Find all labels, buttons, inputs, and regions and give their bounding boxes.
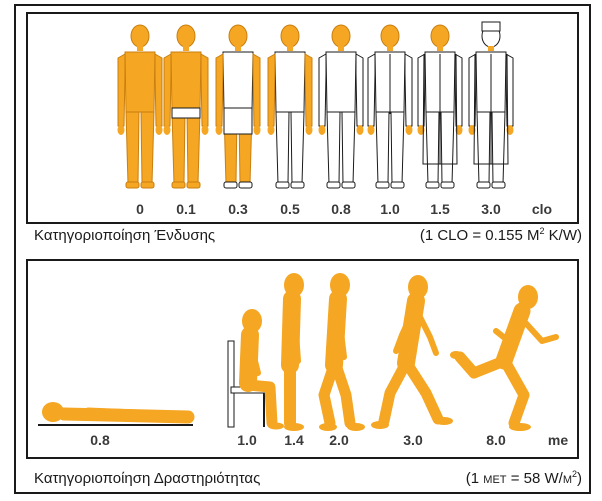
clothing-conversion-suffix: K/W) [545, 227, 583, 244]
met-value-5: 8.0 [486, 432, 506, 448]
clothing-panel: 0 0.1 0.3 0.5 0.8 1.0 1.5 3.0 clo [26, 12, 579, 224]
activity-panel: 0.8 1.0 1.4 2.0 3.0 8.0 me [26, 259, 579, 459]
clothing-figure-1 [164, 25, 209, 188]
activity-figure-lying [38, 402, 193, 425]
clo-value-0: 0 [136, 201, 144, 217]
clo-value-3: 0.5 [280, 201, 300, 217]
activity-figure-running [450, 285, 556, 431]
clothing-caption-title: Κατηγοριοποίηση Ένδυσης [34, 227, 215, 244]
activity-conversion: (1 MET = 58 W/M2) [466, 470, 582, 487]
met-value-1: 1.0 [237, 432, 257, 448]
clothing-figures: 0 0.1 0.3 0.5 0.8 1.0 1.5 3.0 clo [28, 14, 577, 222]
activity-figure-standing [284, 273, 304, 431]
met-value-3: 2.0 [329, 432, 349, 448]
activity-conversion-met: MET [483, 474, 506, 486]
activity-conversion-m: M [563, 474, 572, 486]
clothing-figure-2 [216, 25, 261, 188]
activity-figures: 0.8 1.0 1.4 2.0 3.0 8.0 me [28, 261, 577, 457]
clothing-figure-7 [469, 22, 514, 188]
met-value-4: 3.0 [403, 432, 423, 448]
clothing-figure-5 [368, 25, 413, 188]
activity-conversion-mid: = 58 W/ [507, 470, 563, 487]
activity-figure-seated [228, 309, 284, 430]
clo-value-5: 1.0 [380, 201, 400, 217]
met-unit: me [548, 432, 568, 448]
clo-value-2: 0.3 [228, 201, 248, 217]
clo-value-7: 3.0 [481, 201, 501, 217]
clo-value-6: 1.5 [430, 201, 450, 217]
met-value-2: 1.4 [284, 432, 304, 448]
activity-conversion-suffix: ) [577, 470, 582, 487]
met-value-0: 0.8 [90, 432, 110, 448]
clothing-figure-3 [268, 25, 313, 188]
comfort-diagram-frame: 0 0.1 0.3 0.5 0.8 1.0 1.5 3.0 clo Κατηγο… [14, 4, 591, 494]
activity-conversion-prefix: (1 [466, 470, 484, 487]
activity-caption-title: Κατηγοριοποίηση Δραστηριότητας [34, 470, 260, 487]
clo-value-4: 0.8 [331, 201, 351, 217]
clothing-figure-4 [319, 25, 364, 188]
clothing-conversion: (1 CLO = 0.155 M2 K/W) [420, 227, 582, 244]
clo-unit: clo [532, 201, 552, 217]
clo-value-1: 0.1 [176, 201, 196, 217]
activity-figure-walking-slow [319, 273, 365, 431]
clothing-figure-0 [118, 25, 163, 188]
activity-figure-walking-fast [371, 275, 453, 429]
clothing-conversion-prefix: (1 CLO = 0.155 M [420, 227, 540, 244]
clothing-figure-6 [418, 25, 463, 188]
